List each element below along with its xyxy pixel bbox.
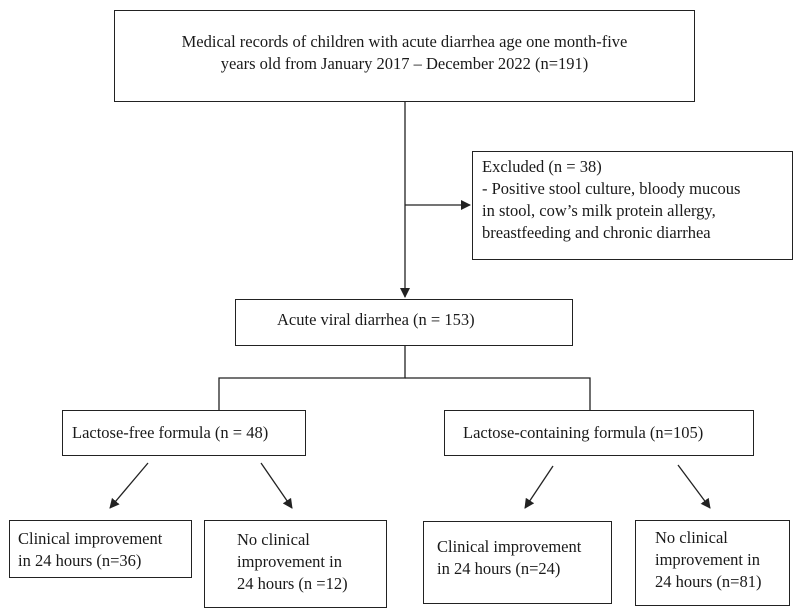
- lactose-free-improvement-box: Clinical improvement in 24 hours (n=36): [9, 520, 192, 578]
- lactose-containing-formula-box: Lactose-containing formula (n=105): [444, 410, 754, 456]
- outcome-line: improvement in: [237, 552, 342, 571]
- medical-records-line-1: Medical records of children with acute d…: [181, 32, 628, 51]
- branch-connector-right: [405, 377, 591, 410]
- acute-viral-diarrhea-box: Acute viral diarrhea (n = 153): [235, 299, 573, 346]
- lactose-free-no-improvement-box: No clinical improvement in 24 hours (n =…: [204, 520, 387, 608]
- acute-viral-diarrhea-label: Acute viral diarrhea (n = 153): [277, 310, 475, 329]
- branch-connector: [218, 346, 406, 410]
- lactose-containing-formula-label: Lactose-containing formula (n=105): [463, 423, 704, 442]
- outcome-line: improvement in: [655, 550, 760, 569]
- lactose-containing-improvement-box: Clinical improvement in 24 hours (n=24): [423, 521, 612, 604]
- outcome-line: Clinical improvement: [437, 537, 582, 556]
- lactose-containing-no-improvement-box: No clinical improvement in 24 hours (n=8…: [635, 520, 790, 606]
- outcome-line: in 24 hours (n=24): [437, 559, 561, 578]
- excluded-line-3: in stool, cow’s milk protein allergy,: [482, 201, 716, 220]
- lactose-free-formula-label: Lactose-free formula (n = 48): [72, 423, 269, 442]
- outcome-line: 24 hours (n=81): [655, 572, 762, 591]
- arrow-lc-to-improvement: [524, 465, 554, 509]
- outcome-line: No clinical: [655, 528, 728, 547]
- medical-records-box: Medical records of children with acute d…: [114, 10, 695, 102]
- lactose-free-formula-box: Lactose-free formula (n = 48): [62, 410, 306, 456]
- outcome-line: in 24 hours (n=36): [18, 551, 142, 570]
- medical-records-line-2: years old from January 2017 – December 2…: [220, 54, 589, 73]
- excluded-line-4: breastfeeding and chronic diarrhea: [482, 223, 711, 242]
- excluded-line-1: Excluded (n = 38): [482, 157, 602, 176]
- outcome-line: 24 hours (n =12): [237, 574, 348, 593]
- excluded-line-2: - Positive stool culture, bloody mucous: [482, 179, 741, 198]
- arrow-lf-to-no-improvement: [260, 462, 293, 509]
- arrow-lc-to-no-improvement: [677, 464, 711, 509]
- arrow-lf-to-improvement: [109, 462, 149, 509]
- outcome-line: Clinical improvement: [18, 529, 163, 548]
- outcome-line: No clinical: [237, 530, 310, 549]
- excluded-box: Excluded (n = 38) - Positive stool cultu…: [472, 151, 793, 260]
